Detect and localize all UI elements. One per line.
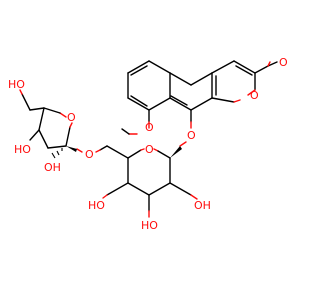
bond — [106, 145, 129, 159]
bond — [29, 107, 45, 111]
wedge-bond — [170, 146, 182, 158]
glycosidic-link — [170, 109, 192, 158]
wedge-bond — [66, 146, 77, 152]
atom-label-bridge-o: O — [85, 148, 94, 161]
bond — [190, 97, 213, 111]
bond — [233, 60, 256, 74]
bond — [102, 194, 108, 199]
bond — [38, 107, 45, 131]
bond — [95, 149, 101, 153]
atom-label-carbonyl-o: O — [279, 56, 288, 69]
bond — [190, 72, 213, 86]
bond — [43, 107, 61, 114]
bond — [211, 60, 235, 74]
bond — [211, 97, 235, 103]
bond — [127, 149, 142, 159]
atom-labels: O O O O O O O HO HO OH HO HO OH — [8, 56, 288, 232]
bond — [235, 65, 253, 76]
bond — [19, 89, 23, 95]
bond — [127, 60, 150, 74]
bond — [130, 95, 148, 107]
bond — [179, 141, 187, 147]
bond — [127, 182, 150, 196]
atom-label-c3-oh: HO — [14, 143, 31, 156]
bond — [99, 145, 108, 151]
bond — [254, 65, 269, 74]
bond — [121, 128, 130, 135]
bond — [59, 112, 67, 118]
atom-label-glc-oh-1: HO — [88, 199, 105, 212]
bond — [76, 148, 83, 153]
methoxy-group — [121, 109, 150, 135]
bond — [148, 60, 171, 74]
bond — [169, 97, 192, 111]
atom-label-ch2oh: HO — [8, 78, 25, 91]
bond — [38, 129, 49, 149]
bond — [190, 194, 198, 200]
bond — [148, 97, 171, 111]
bond — [130, 65, 148, 76]
bond — [148, 182, 171, 196]
bond — [127, 97, 150, 111]
hash-bond — [51, 152, 56, 159]
bond — [69, 122, 73, 128]
bond — [169, 72, 192, 86]
atom-label-pyranose-o: O — [145, 143, 154, 156]
bond — [169, 182, 192, 196]
bond — [233, 99, 241, 103]
bond — [47, 145, 67, 149]
atom-label-glycosidic-o: O — [187, 129, 196, 142]
bond — [21, 93, 31, 111]
bond — [29, 129, 40, 141]
atom-label-ring-o: O — [250, 89, 259, 102]
molecule-structure: O O O O O O O HO HO OH HO HO OH — [8, 56, 288, 232]
bond — [157, 150, 171, 159]
hash-bond — [56, 150, 60, 156]
atom-label-furanose-o: O — [67, 111, 76, 124]
bond — [170, 95, 188, 106]
atom-label-methoxy-o: O — [145, 121, 154, 134]
atom-label-glc-oh-3: OH — [194, 199, 211, 212]
bond — [247, 89, 256, 96]
bond — [267, 61, 278, 67]
atom-label-c2-oh: OH — [44, 161, 61, 174]
bond — [267, 61, 271, 67]
bond — [140, 148, 145, 151]
bond — [65, 126, 71, 147]
coumarin-core — [127, 60, 278, 111]
bond — [153, 148, 159, 152]
bond — [106, 182, 129, 196]
atom-label-glc-oh-2: HO — [141, 219, 158, 232]
furanose-ring — [19, 89, 83, 159]
glucopyranose-ring — [95, 145, 198, 218]
